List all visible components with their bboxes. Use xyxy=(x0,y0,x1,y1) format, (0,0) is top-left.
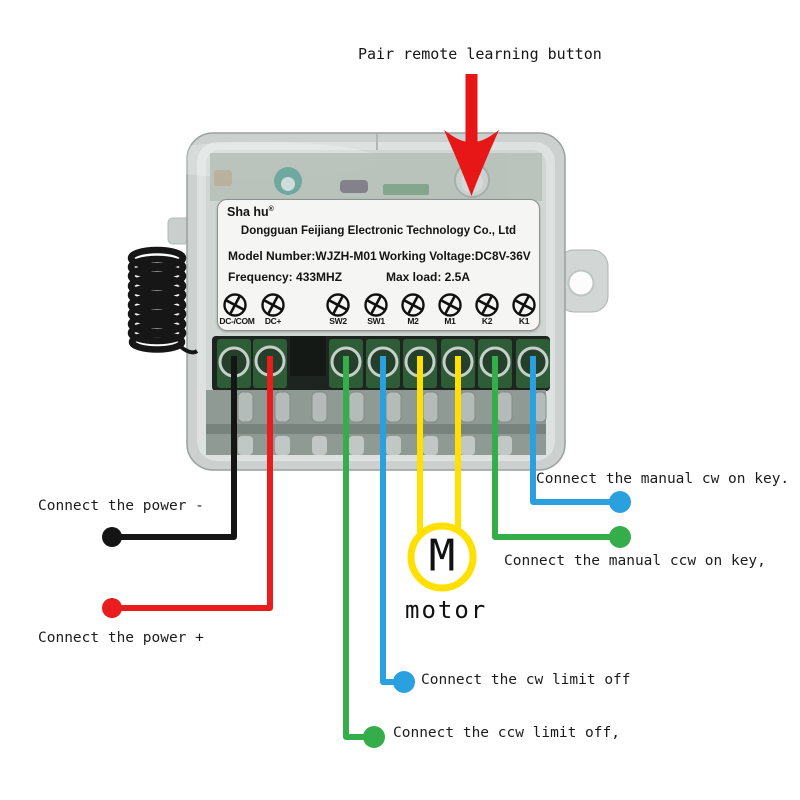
screw-terminal-icon xyxy=(438,293,462,317)
annotation-ccw-limit: Connect the ccw limit off, xyxy=(393,725,620,741)
terminal-label: DC-/COM xyxy=(219,316,255,326)
screw-terminal-icon xyxy=(223,293,247,317)
model-number: Model Number:WJZH-M01 xyxy=(228,249,377,263)
wire-k2-manual-ccw xyxy=(492,356,619,540)
power-plus-dot xyxy=(102,598,122,618)
max-load: Max load: 2.5A xyxy=(386,270,471,284)
screw-terminal-icon xyxy=(261,293,285,317)
learning-button-arrow-icon xyxy=(444,74,499,196)
mounting-hole xyxy=(567,269,595,297)
manual-cw-dot xyxy=(609,491,631,513)
screw-terminal-icon xyxy=(512,293,536,317)
company-name: Dongguan Feijiang Electronic Technology … xyxy=(240,225,517,237)
terminal-label: M2 xyxy=(407,316,419,326)
screw-terminal-icon xyxy=(326,293,350,317)
pair-learning-title: Pair remote learning button xyxy=(358,45,602,63)
brand-name: Sha hu® xyxy=(227,205,274,219)
annotation-manual-cw: Connect the manual cw on key. xyxy=(536,471,790,487)
wire-k1-manual-cw xyxy=(530,356,619,505)
motor-label: motor xyxy=(405,596,488,624)
cw-limit-dot xyxy=(393,671,415,693)
terminal-label: M1 xyxy=(444,316,456,326)
annotation-cw-limit: Connect the cw limit off xyxy=(421,672,631,688)
terminal-label: SW1 xyxy=(367,316,385,326)
device-label: Sha hu® Dongguan Feijiang Electronic Tec… xyxy=(217,199,540,331)
annotation-power-plus: Connect the power + xyxy=(38,630,204,646)
antenna-coil-icon xyxy=(127,246,199,355)
terminal-label: DC+ xyxy=(264,316,282,326)
annotation-manual-ccw: Connect the manual ccw on key, xyxy=(504,553,766,569)
motor-symbol: M xyxy=(428,530,456,582)
mounting-tab xyxy=(557,249,609,313)
annotation-power-minus: Connect the power - xyxy=(38,498,204,514)
wire-power-minus xyxy=(112,356,237,540)
trademark-symbol: ® xyxy=(268,205,274,213)
case-fins xyxy=(206,390,547,455)
terminal-label: SW2 xyxy=(329,316,347,326)
connection-dots xyxy=(102,491,631,748)
manual-ccw-dot xyxy=(609,526,631,548)
screw-terminal-icon xyxy=(401,293,425,317)
frequency: Frequency: 433MHZ xyxy=(228,270,343,284)
terminal-label: K2 xyxy=(481,316,493,326)
screw-terminal-icon xyxy=(475,293,499,317)
terminal-label: K1 xyxy=(518,316,530,326)
power-minus-dot xyxy=(102,527,122,547)
pcb-top xyxy=(210,153,542,201)
ccw-limit-dot xyxy=(363,726,385,748)
motor-circle-icon xyxy=(407,522,477,592)
wire-power-plus xyxy=(112,356,273,611)
screw-terminal-icon xyxy=(364,293,388,317)
working-voltage: Working Voltage:DC8V-36V xyxy=(379,249,531,263)
